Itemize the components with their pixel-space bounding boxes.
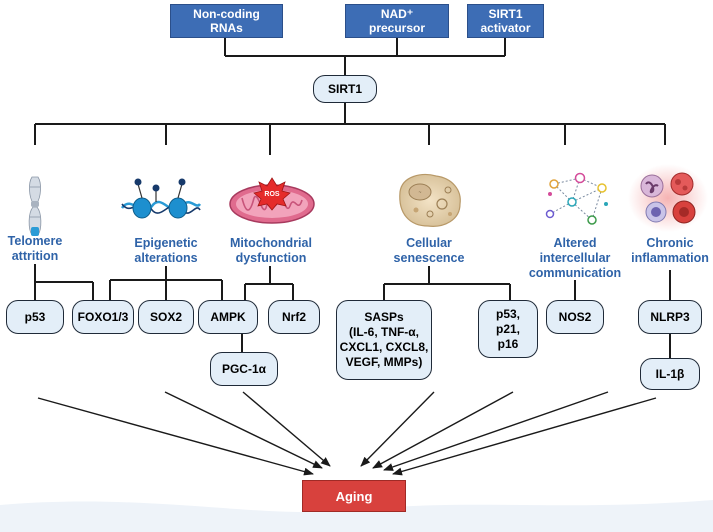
chromosome-icon xyxy=(28,176,42,236)
telomere-attrition-label: Telomere attrition xyxy=(7,234,63,263)
arrows-to-aging xyxy=(37,391,657,476)
immune-cells-icon xyxy=(628,164,708,232)
altered-intercellular-communication-label: Altered intercellular communication xyxy=(528,236,622,280)
foxo1-3-node: FOXO1/3 xyxy=(72,300,134,334)
ros-label: ROS xyxy=(264,191,280,198)
mitochondrial-dysfunction-label: Mitochondrial dysfunction xyxy=(230,236,312,265)
il-1b-node: IL-1β xyxy=(640,358,700,390)
dna-nucleosome-icon xyxy=(120,178,202,219)
chronic-inflammation-label: Chronic inflammation xyxy=(631,236,709,265)
epigenetic-alterations-label: Epigenetic alterations xyxy=(134,236,198,265)
nlrp3-node: NLRP3 xyxy=(638,300,702,334)
non-coding-rnas-box: Non-coding RNAs xyxy=(170,4,283,38)
svg-text:~: ~ xyxy=(419,190,422,196)
p53-node: p53 xyxy=(6,300,64,334)
mitochondrion-icon: ROS xyxy=(229,177,315,224)
nad-precursor-box: NAD⁺ precursor xyxy=(345,4,449,38)
background-wave xyxy=(0,500,713,532)
cellular-senescence-label: Cellular senescence xyxy=(393,236,465,265)
nos2-node: NOS2 xyxy=(546,300,604,334)
sox2-node: SOX2 xyxy=(138,300,194,334)
sirt1-activator-box: SIRT1 activator xyxy=(467,4,544,38)
p53-p21-p16-node: p53, p21, p16 xyxy=(478,300,538,358)
connector-lines xyxy=(34,37,671,358)
senescent-cell-icon: ~ xyxy=(399,173,461,227)
sirt1-node: SIRT1 xyxy=(313,75,377,103)
ampk-node: AMPK xyxy=(198,300,258,334)
aging-box: Aging xyxy=(302,480,406,512)
pgc-1a-node: PGC-1α xyxy=(210,352,278,386)
nrf2-node: Nrf2 xyxy=(268,300,320,334)
sasps-node: SASPs (IL-6, TNF-α, CXCL1, CXCL8, VEGF, … xyxy=(336,300,432,380)
cell-network-icon xyxy=(545,172,608,225)
ros-burst xyxy=(253,177,291,211)
